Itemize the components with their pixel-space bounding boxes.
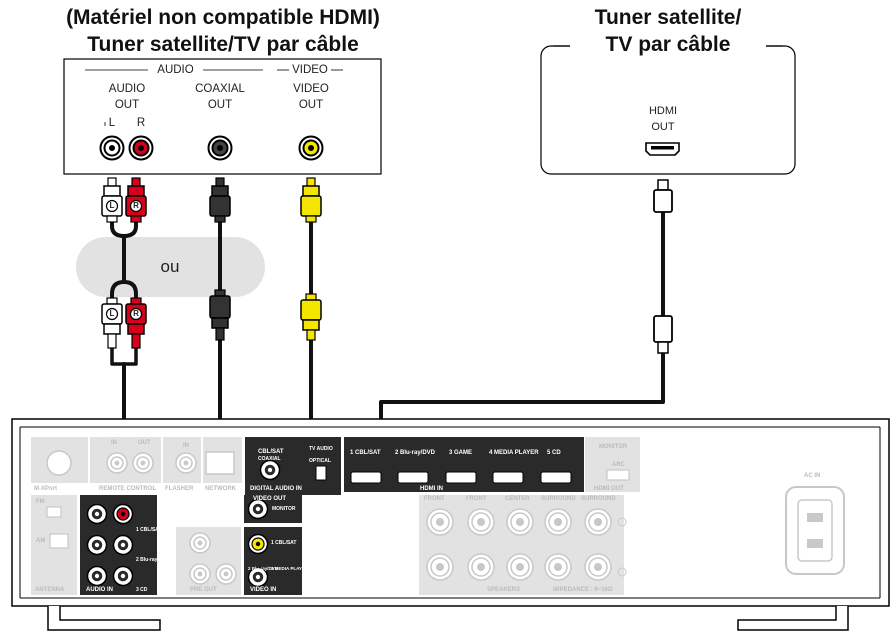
video-out-label-1: VIDEO — [293, 83, 329, 95]
flasher-label: FLASHER — [165, 486, 194, 492]
audio-rca-plug-left-bottom — [101, 297, 123, 349]
av-receiver — [11, 418, 890, 631]
fm-label: FM — [36, 499, 45, 505]
speaker-ch-0: FRONT — [424, 496, 445, 502]
monitor-label: MONITOR — [599, 444, 628, 450]
coaxial-label-1: COAXIAL — [195, 83, 245, 95]
pre-out-label: PRE OUT — [190, 587, 217, 593]
video-plug-top — [300, 177, 322, 223]
left-title-line1: (Matériel non compatible HDMI) — [66, 6, 380, 29]
hdmi-in-4-label: 4 MEDIA PLAYER — [489, 450, 539, 456]
hdmi-in-panel — [344, 437, 584, 492]
plug-letter-l-bottom: L — [109, 309, 115, 318]
coaxial-plug-bottom — [209, 289, 231, 341]
remote-out-label: OUT — [138, 440, 151, 446]
right-title-line1: Tuner satellite/ — [594, 6, 742, 29]
antenna-label: ANTENNA — [35, 587, 65, 593]
hdmi-in-label: HDMI IN — [420, 486, 443, 492]
hdmi-out-label-2: OUT — [651, 121, 675, 133]
right-channel-label: R — [136, 117, 146, 129]
left-channel-label: L — [108, 117, 116, 129]
hdmi-in-3-label: 3 GAME — [449, 450, 473, 456]
speaker-ch-2: CENTER — [505, 496, 530, 502]
left-title-line2: Tuner satellite/TV par câble — [87, 33, 359, 56]
video-out-label: VIDEO OUT — [253, 496, 287, 502]
audio-out-label-1: AUDIO — [108, 83, 146, 95]
audio-out-right-jack — [128, 135, 154, 161]
or-label: ou — [160, 257, 180, 276]
remote-in-label: IN — [111, 440, 117, 446]
video-in-3-label: 3 MEDIA PLAYER — [271, 566, 309, 571]
audio-in-right-jack-red — [112, 503, 134, 525]
am-label: AM — [36, 538, 46, 544]
remote-control-label: REMOTE CONTROL — [99, 486, 156, 492]
hdmi-in-1-label: 1 CBL/SAT — [350, 450, 381, 456]
cbl-sat-coaxial-label: CBL/SAT — [258, 449, 284, 455]
mxport-label: M-XPort — [34, 486, 57, 492]
coaxial-small-label: COAXIAL — [258, 456, 281, 462]
audio-in-1-label: 1 CBL/SAT — [136, 527, 162, 533]
speakers-label: SPEAKERS — [487, 587, 521, 593]
right-title-line2: TV par câble — [605, 33, 731, 56]
hdmi-in-2-label: 2 Blu-ray/DVD — [395, 450, 436, 456]
impedance-label: IMPEDANCE : 6~16Ω — [553, 587, 613, 593]
plug-letter-r-bottom: R — [133, 309, 139, 318]
hdmi-out-label-1: HDMI — [648, 105, 678, 117]
hdmi-plug-bottom — [653, 315, 673, 354]
speaker-ch-1: FRONT — [466, 496, 487, 502]
speaker-ch-3: SURROUND — [541, 496, 576, 502]
video-plug-bottom — [300, 293, 322, 341]
speaker-ch-4: SURROUND — [581, 496, 616, 502]
hdmi-in-5-label: 5 CD — [547, 450, 561, 456]
coaxial-plug-top — [209, 177, 231, 223]
arc-label: ARC — [612, 462, 625, 468]
coaxial-out-jack — [207, 135, 233, 161]
audio-out-left-jack — [99, 135, 125, 161]
plug-letter-l-top: L — [109, 201, 115, 210]
hdmi-out-label: HDMI OUT — [594, 486, 624, 492]
video-out-jack — [298, 135, 324, 161]
video-group-label: VIDEO — [292, 64, 328, 76]
tv-audio-label: TV AUDIO — [309, 446, 333, 452]
audio-group-label: AUDIO — [157, 64, 194, 76]
audio-rca-plug-left-top — [101, 177, 123, 223]
audio-in-2-label: 2 Blu-ray/DVD — [136, 557, 170, 563]
video-in-label: VIDEO IN — [250, 587, 277, 593]
audio-rca-plug-right-top — [125, 177, 147, 223]
audio-rca-plug-right-bottom — [125, 297, 147, 349]
network-label: NETWORK — [205, 486, 236, 492]
video-monitor-label: MONITOR — [272, 506, 296, 512]
coaxial-label-2: OUT — [207, 99, 233, 111]
flasher-in-label: IN — [183, 443, 189, 449]
video-out-label-2: OUT — [298, 99, 324, 111]
hdmi-plug-top — [653, 179, 673, 213]
video-in-2-label: 2 Blu-ray/DVD — [248, 566, 279, 571]
video-in-1-label: 1 CBL/SAT — [271, 540, 297, 546]
digital-audio-in-label: DIGITAL AUDIO IN — [250, 486, 302, 492]
video-in-jack-yellow — [247, 533, 269, 555]
plug-letter-r-top: R — [133, 201, 139, 210]
audio-in-label: AUDIO IN — [86, 587, 113, 593]
audio-out-label-2: OUT — [114, 99, 140, 111]
optical-label: OPTICAL — [309, 458, 331, 464]
faded-jacks — [46, 450, 845, 585]
audio-in-3-label: 3 CD — [136, 587, 148, 593]
ac-in-label: AC IN — [804, 473, 821, 479]
